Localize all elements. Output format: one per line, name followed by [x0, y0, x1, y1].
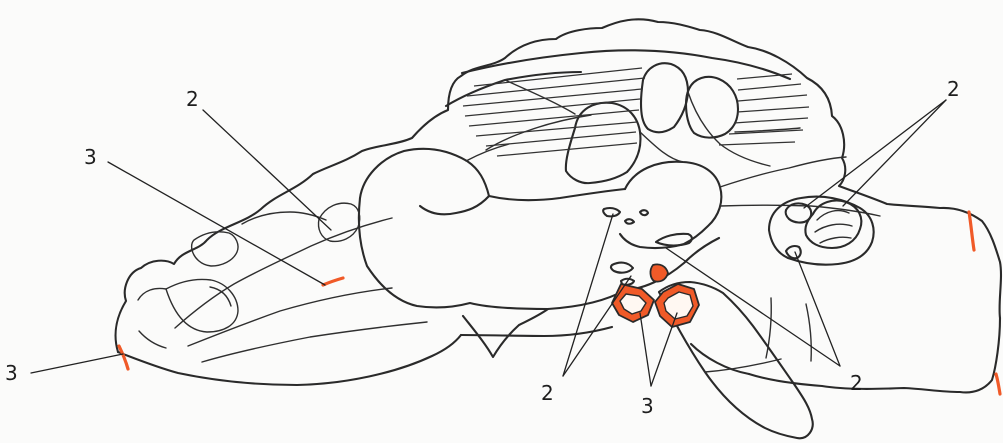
label-upper-left-2: 2	[186, 87, 199, 111]
label-bottom-left-3: 3	[5, 361, 18, 385]
highlight-small-node	[650, 264, 668, 281]
label-bottom-right-2: 2	[850, 371, 863, 395]
label-upper-left-3: 3	[84, 145, 97, 169]
label-top-right-2: 2	[947, 77, 960, 101]
label-bottom-center-3: 3	[641, 394, 654, 418]
label-bottom-center-2: 2	[541, 381, 554, 405]
